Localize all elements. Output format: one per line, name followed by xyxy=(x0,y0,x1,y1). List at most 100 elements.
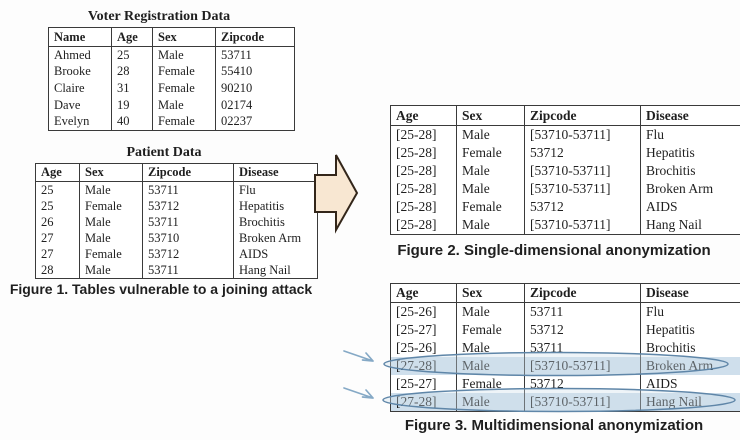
table-cell: Male xyxy=(456,393,525,412)
table-cell: [27-28] xyxy=(390,393,457,412)
table-cell: Ahmed xyxy=(54,47,91,62)
table-cell: [25-26] xyxy=(396,304,437,319)
table-cell: AIDS xyxy=(640,375,740,393)
table-cell: Hepatitis xyxy=(640,144,740,162)
table-cell: 25 xyxy=(111,46,153,64)
table-cell: Hang Nail xyxy=(640,216,740,235)
table-cell: AIDS xyxy=(640,198,740,216)
table-cell: Female xyxy=(456,375,525,393)
table-cell: 19 xyxy=(111,96,153,114)
table-cell: [53710-53711] xyxy=(524,162,641,180)
column-header: Age xyxy=(390,283,457,303)
table-cell: [53710-53711] xyxy=(524,216,641,235)
column-header: Disease xyxy=(640,283,740,303)
column-header: Name xyxy=(48,27,112,47)
table-cell: 53712 xyxy=(524,375,641,393)
table-cell: 40 xyxy=(111,113,153,131)
table-cell: Brochitis xyxy=(233,214,318,230)
table-cell: Hepatitis xyxy=(640,321,740,339)
table-cell: 53712 xyxy=(524,144,641,162)
table-row: [25-28]Male[53710-53711]Flu xyxy=(391,125,740,144)
table-cell: [53710-53711] xyxy=(524,125,641,144)
pointer-arrow-icon xyxy=(343,350,374,362)
table-cell: Female xyxy=(152,80,216,97)
table-cell: Female xyxy=(456,144,525,162)
table-cell: 25 xyxy=(41,198,54,213)
column-header: Zipcode xyxy=(215,27,295,47)
table-cell: Brooke xyxy=(54,64,91,79)
table-cell: [53710-53711] xyxy=(524,393,641,412)
table-cell: 90210 xyxy=(215,80,295,97)
table-cell: Female xyxy=(456,198,525,216)
table-cell: Female xyxy=(79,198,143,214)
table-cell: Male xyxy=(79,181,143,198)
table-cell: Broken Arm xyxy=(233,230,318,246)
table-cell: Hang Nail xyxy=(640,393,740,412)
table-cell: 53712 xyxy=(524,198,641,216)
table-cell: [25-27] xyxy=(396,376,437,391)
table-cell: Male xyxy=(456,162,525,180)
table-cell: 53710 xyxy=(142,230,234,246)
table-cell: 53711 xyxy=(142,214,234,230)
table-cell: 27 xyxy=(41,246,54,261)
table-cell: 53711 xyxy=(524,339,641,357)
table-cell: Male xyxy=(456,180,525,198)
figure3-caption: Figure 3. Multidimensional anonymization xyxy=(404,417,704,434)
table-cell: [25-28] xyxy=(396,127,437,142)
table-row: [25-28]Male[53710-53711]Broken Arm xyxy=(391,180,740,198)
table-cell: Male xyxy=(79,262,143,279)
table-cell: Female xyxy=(79,246,143,262)
voter-table-title: Voter Registration Data xyxy=(87,9,231,24)
table-row: [25-28] Male[53710-53711]Brochitis xyxy=(391,162,740,180)
table-cell: Female xyxy=(152,63,216,81)
table-cell: [25-28] xyxy=(396,163,437,178)
table-cell: Brochitis xyxy=(640,162,740,180)
table-cell: Male xyxy=(79,214,143,230)
table-cell: Male xyxy=(152,46,216,64)
patient-table-title: Patient Data xyxy=(126,145,202,160)
column-header: Zipcode xyxy=(524,105,641,126)
table-cell: Flu xyxy=(233,181,318,198)
column-header: Sex xyxy=(456,283,525,303)
table-cell: 53711 xyxy=(215,46,295,64)
column-header: Sex xyxy=(152,27,216,47)
column-header: Age xyxy=(111,27,153,47)
table-cell: [25-27] xyxy=(396,322,437,337)
table-cell: 53712 xyxy=(142,198,234,214)
table-cell: Evelyn xyxy=(54,114,90,129)
table-cell: 53712 xyxy=(142,246,234,262)
table-cell: 53711 xyxy=(524,302,641,321)
table-cell: Brochitis xyxy=(640,339,740,357)
table-cell: 53711 xyxy=(142,262,234,279)
table-cell: Male xyxy=(456,302,525,321)
table-cell: Female xyxy=(456,321,525,339)
table-cell: [25-26] xyxy=(396,340,437,355)
column-header: Zipcode xyxy=(142,163,234,182)
arrow-right-icon xyxy=(314,154,359,234)
column-header: Age xyxy=(390,105,457,126)
table-cell: 55410 xyxy=(215,63,295,81)
table-cell: [53710-53711] xyxy=(524,357,641,375)
table-cell: 28 xyxy=(41,262,54,277)
table-cell: 25 xyxy=(41,182,54,197)
column-header: Disease xyxy=(233,163,318,182)
table-cell: Hang Nail xyxy=(233,262,318,279)
table-cell: Male xyxy=(79,230,143,246)
table-cell: Male xyxy=(152,96,216,114)
